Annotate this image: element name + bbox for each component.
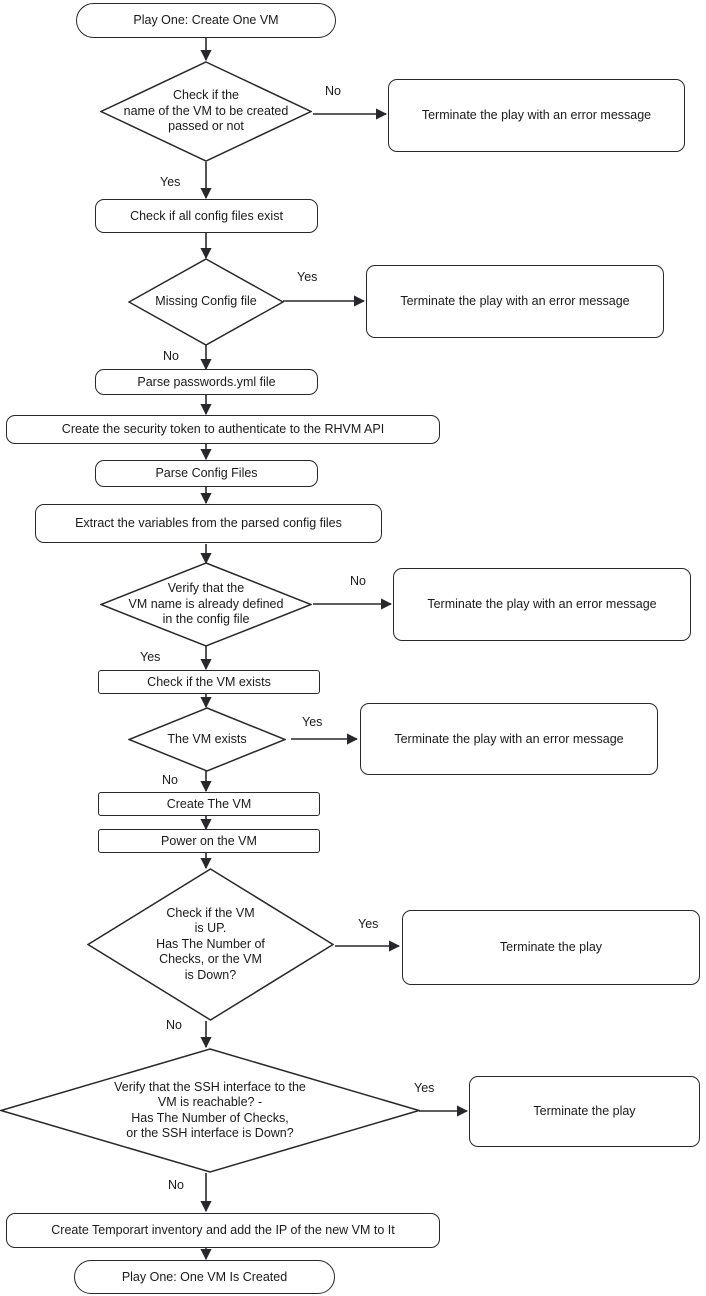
- edge-label-check-name-yes: Yes: [160, 175, 181, 189]
- node-create-token-label: Create the security token to authenticat…: [61, 422, 385, 436]
- edge-label-check-name-no: No: [325, 84, 341, 98]
- node-terminate-play-2[interactable]: Terminate the play: [469, 1076, 700, 1147]
- node-end[interactable]: Play One: One VM Is Created: [74, 1260, 335, 1294]
- node-terminate-error-1[interactable]: Terminate the play with an error message: [388, 79, 685, 152]
- node-terminate-error-3-label: Terminate the play with an error message: [427, 597, 657, 611]
- decision-diamond-shape: [87, 868, 334, 1021]
- node-terminate-play-1[interactable]: Terminate the play: [402, 910, 700, 985]
- node-terminate-play-2-label: Terminate the play: [533, 1104, 636, 1118]
- node-parse-config-files-label: Parse Config Files: [155, 466, 258, 480]
- edge-label-verify-ssh-no: No: [168, 1178, 184, 1192]
- edge-label-verify-vm-name-no: No: [350, 574, 366, 588]
- node-parse-passwords[interactable]: Parse passwords.yml file: [95, 369, 318, 395]
- node-terminate-error-4[interactable]: Terminate the play with an error message: [360, 703, 658, 775]
- node-terminate-error-1-label: Terminate the play with an error message: [421, 108, 652, 122]
- node-vm-exists-label: The VM exists: [167, 731, 247, 746]
- node-extract-variables-label: Extract the variables from the parsed co…: [75, 516, 342, 530]
- node-power-on-vm-label: Power on the VM: [161, 833, 257, 848]
- node-check-vm-exists[interactable]: Check if the VM exists: [98, 670, 320, 694]
- decision-diamond-shape: [128, 707, 286, 772]
- node-create-token[interactable]: Create the security token to authenticat…: [6, 415, 440, 444]
- edge-label-vm-exists-no: No: [162, 773, 178, 787]
- edge-label-check-vm-up-yes: Yes: [358, 917, 379, 931]
- node-terminate-error-2[interactable]: Terminate the play with an error message: [366, 265, 664, 338]
- node-check-vm-exists-label: Check if the VM exists: [147, 674, 271, 689]
- node-verify-ssh-label: Verify that the SSH interface to the VM …: [114, 1079, 306, 1141]
- decision-diamond-shape: [100, 562, 312, 647]
- edge-label-verify-ssh-yes: Yes: [414, 1081, 435, 1095]
- node-missing-config-label: Missing Config file: [155, 294, 257, 309]
- node-verify-vm-name-label: Verify that the VM name is already defin…: [128, 581, 284, 627]
- node-create-vm-label: Create The VM: [166, 796, 252, 811]
- node-parse-passwords-label: Parse passwords.yml file: [137, 374, 276, 389]
- node-end-label: Play One: One VM Is Created: [121, 1269, 288, 1284]
- node-power-on-vm[interactable]: Power on the VM: [98, 829, 320, 853]
- node-start[interactable]: Play One: Create One VM: [76, 3, 336, 38]
- edge-label-vm-exists-yes: Yes: [302, 715, 323, 729]
- node-check-vm-up[interactable]: Check if the VM is UP. Has The Number of…: [87, 868, 334, 1021]
- node-verify-ssh[interactable]: Verify that the SSH interface to the VM …: [0, 1048, 420, 1173]
- decision-diamond-shape: [128, 258, 284, 346]
- node-create-inventory-label: Create Temporart inventory and add the I…: [51, 1223, 395, 1237]
- edge-label-missing-config-no: No: [163, 349, 179, 363]
- node-check-name-label: Check if the name of the VM to be create…: [123, 88, 289, 134]
- node-check-config-files-label: Check if all config files exist: [130, 208, 283, 223]
- node-extract-variables[interactable]: Extract the variables from the parsed co…: [35, 504, 382, 543]
- decision-diamond-shape: [100, 61, 312, 162]
- node-terminate-error-2-label: Terminate the play with an error message: [400, 294, 630, 308]
- node-check-vm-up-label: Check if the VM is UP. Has The Number of…: [156, 905, 265, 982]
- node-terminate-error-4-label: Terminate the play with an error message: [394, 731, 624, 746]
- node-create-vm[interactable]: Create The VM: [98, 792, 320, 816]
- node-parse-config-files[interactable]: Parse Config Files: [95, 460, 318, 487]
- node-check-name[interactable]: Check if the name of the VM to be create…: [100, 61, 312, 162]
- node-vm-exists[interactable]: The VM exists: [128, 707, 286, 772]
- node-terminate-error-3[interactable]: Terminate the play with an error message: [393, 568, 691, 641]
- edge-label-missing-config-yes: Yes: [297, 270, 318, 284]
- node-terminate-play-1-label: Terminate the play: [499, 940, 603, 954]
- edge-label-verify-vm-name-yes: Yes: [140, 650, 161, 664]
- node-create-inventory[interactable]: Create Temporart inventory and add the I…: [6, 1213, 440, 1248]
- node-start-label: Play One: Create One VM: [133, 13, 279, 27]
- node-verify-vm-name[interactable]: Verify that the VM name is already defin…: [100, 562, 312, 647]
- node-missing-config[interactable]: Missing Config file: [128, 258, 284, 346]
- edge-label-check-vm-up-no: No: [166, 1018, 182, 1032]
- node-check-config-files[interactable]: Check if all config files exist: [95, 199, 318, 233]
- decision-diamond-shape: [0, 1048, 420, 1173]
